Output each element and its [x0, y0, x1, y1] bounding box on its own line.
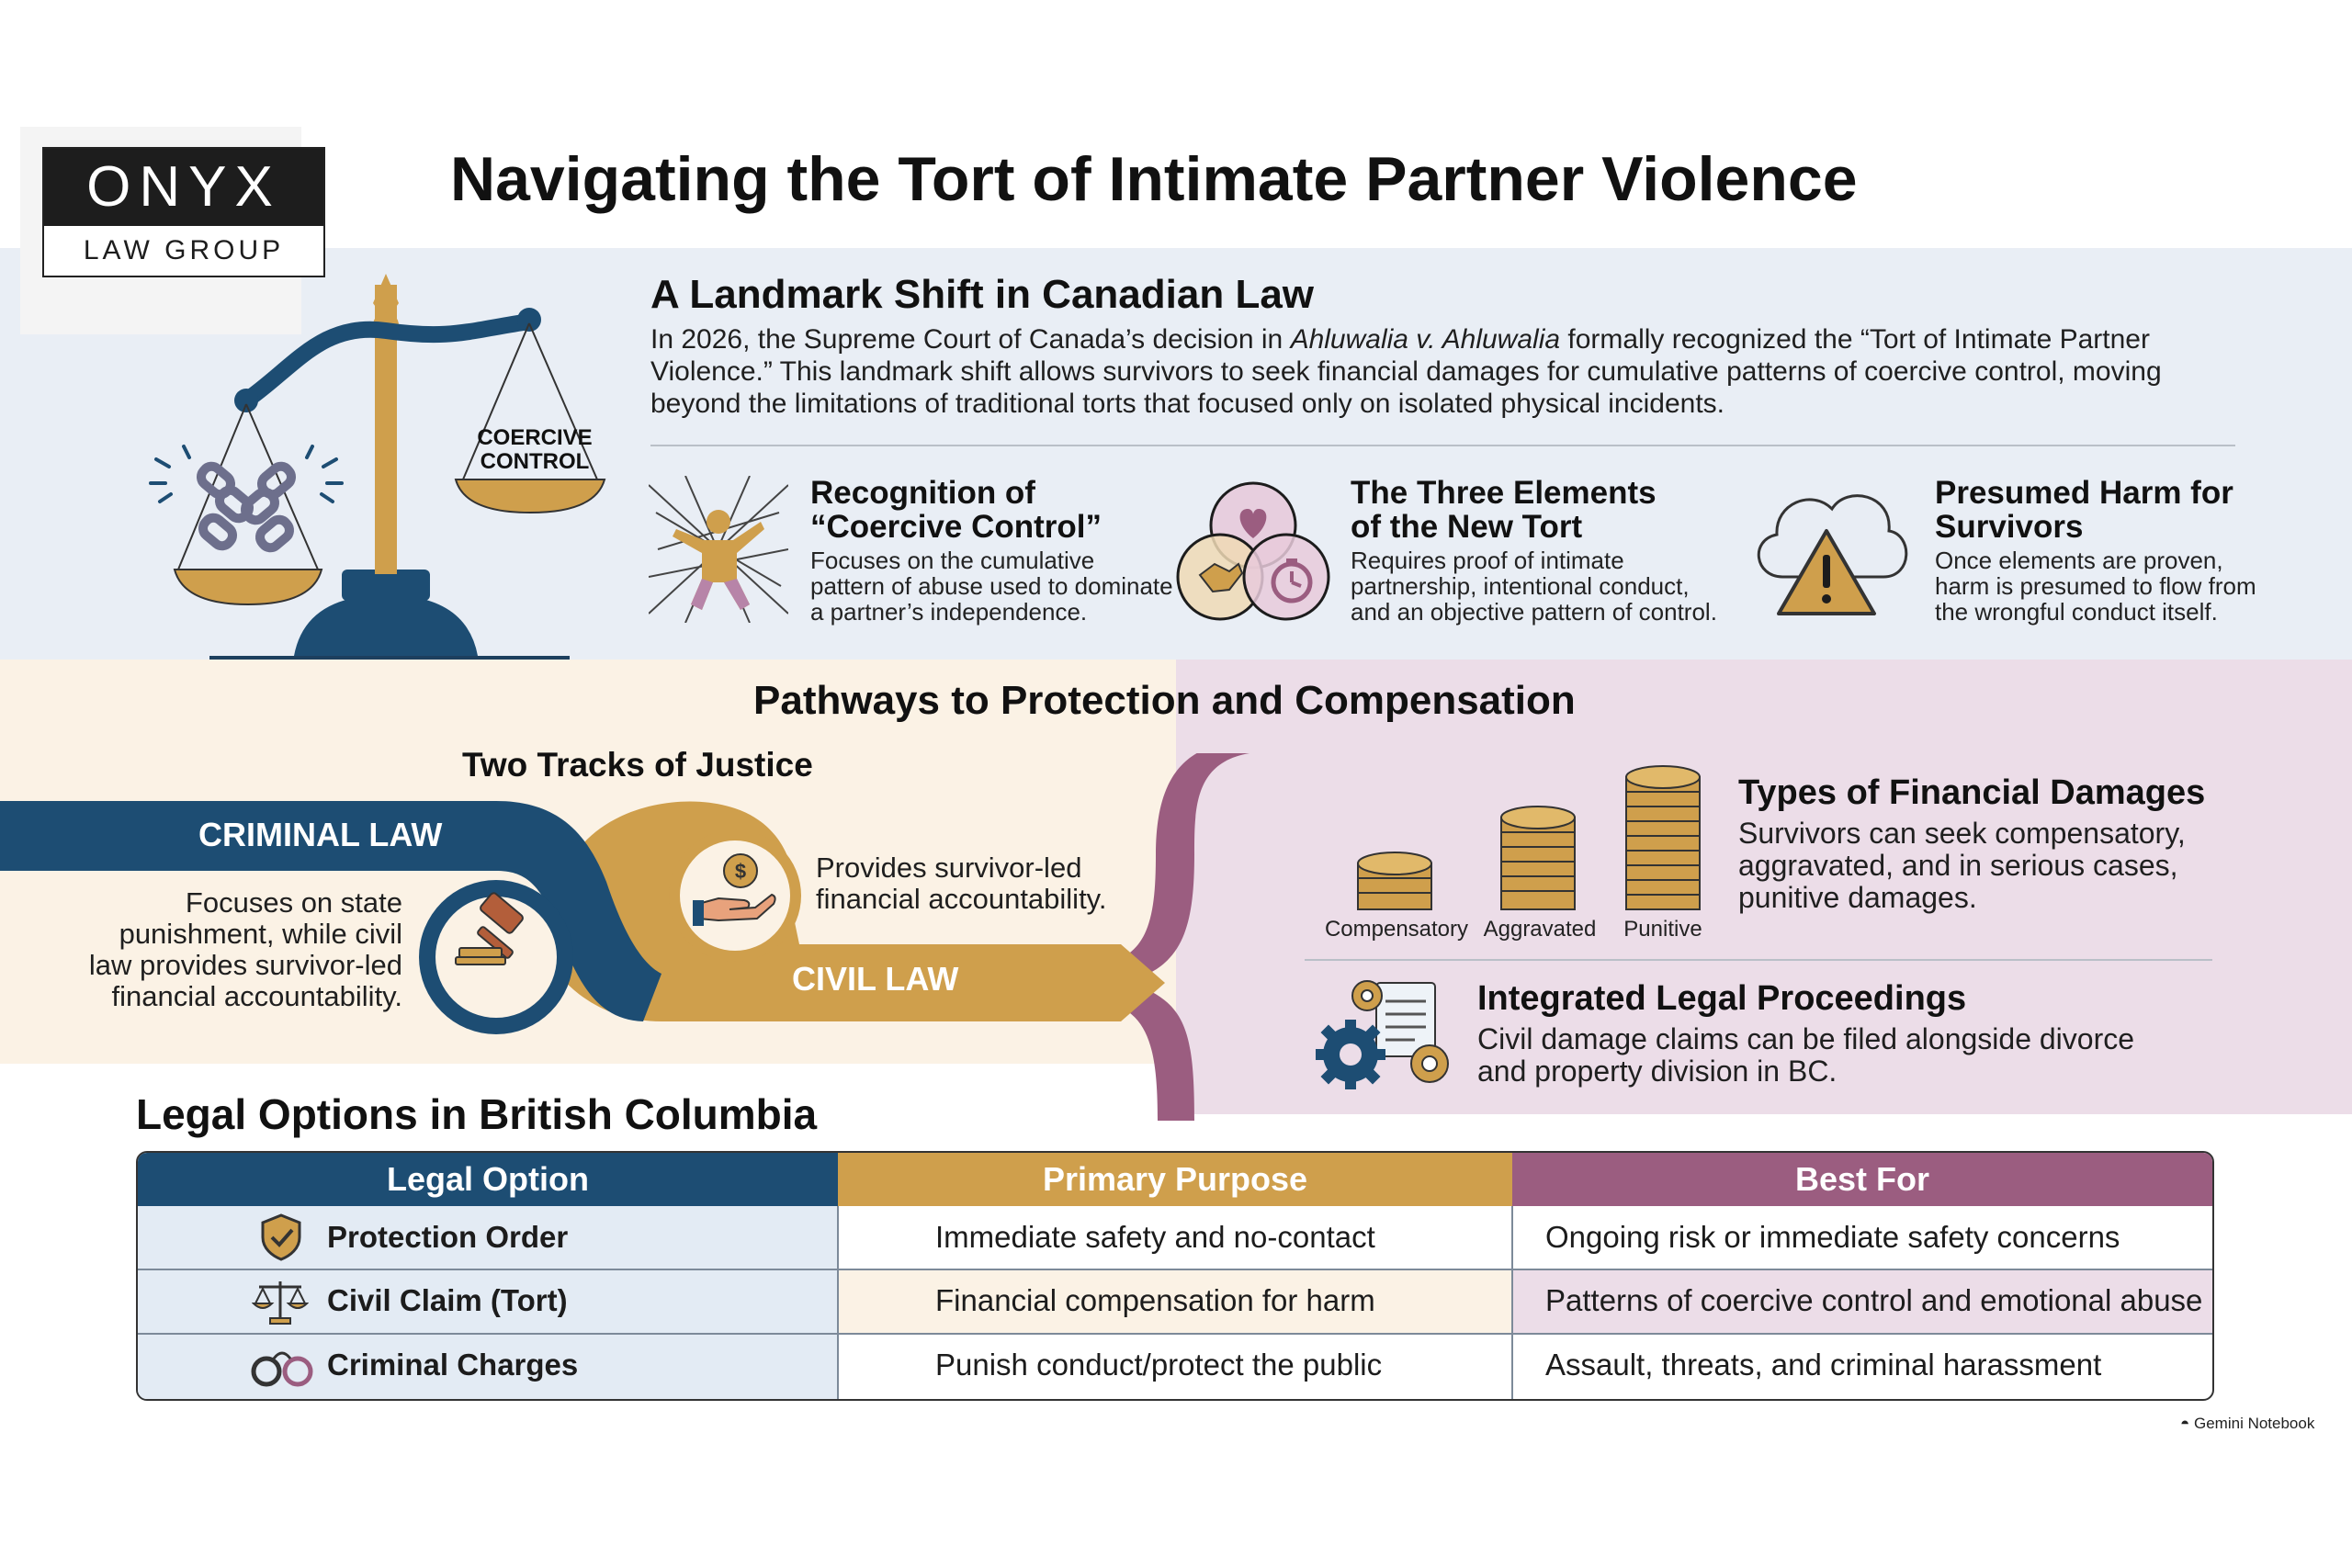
row-divider: [138, 1269, 2212, 1270]
damages-divider: [1305, 959, 2212, 961]
page-title: Navigating the Tort of Intimate Partner …: [450, 144, 1858, 214]
damages-desc-line-3: punitive damages.: [1738, 881, 1977, 914]
column-header-primary-purpose: Primary Purpose: [838, 1153, 1512, 1206]
column-divider: [837, 1206, 839, 1399]
feature-3-desc-line-3: the wrongful conduct itself.: [1935, 598, 2218, 626]
integrated-desc-line-2: and property division in BC.: [1477, 1055, 1838, 1088]
feature-2-title: The Three Elements of the New Tort: [1351, 476, 1736, 544]
option-civil-claim: Civil Claim (Tort): [327, 1283, 568, 1317]
justice-tracks-diagram: [0, 753, 1250, 1121]
civil-law-description: Provides survivor-led financial accounta…: [816, 852, 1183, 915]
option-protection-order: Protection Order: [327, 1220, 569, 1254]
two-tracks-heading: Two Tracks of Justice: [462, 746, 813, 784]
row-divider: [138, 1333, 2212, 1335]
landmark-divider: [650, 445, 2235, 446]
purpose-civil-claim: Financial compensation for harm: [935, 1283, 1375, 1317]
pathways-heading: Pathways to Protection and Compensation: [753, 678, 1576, 723]
feature-1-desc: Focuses on the cumulative pattern of abu…: [810, 547, 1178, 625]
gears-document-icon: [1316, 980, 1449, 1089]
feature-1-desc-line-3: a partner’s independence.: [810, 598, 1088, 626]
feature-3-title: Presumed Harm for Survivors: [1935, 476, 2302, 544]
notebook-icon: ◓: [2180, 1415, 2194, 1432]
coin-label-compensatory: Compensatory: [1324, 917, 1469, 942]
legal-options-heading: Legal Options in British Columbia: [136, 1090, 818, 1138]
feature-2-title-line-2: of the New Tort: [1351, 509, 1583, 545]
watermark-text: Gemini Notebook: [2194, 1415, 2315, 1432]
feature-3-title-line-2: Survivors: [1935, 509, 2084, 545]
coercive-control-figure-icon: [649, 476, 788, 623]
scale-label-line-2: CONTROL: [480, 449, 590, 474]
feature-1-title-line-2: “Coercive Control”: [810, 509, 1102, 545]
logo-subtitle: LAW GROUP: [83, 235, 285, 265]
purpose-criminal-charges: Punish conduct/protect the public: [935, 1348, 1383, 1382]
warning-cloud-icon: [1757, 494, 1908, 615]
integrated-heading: Integrated Legal Proceedings: [1477, 979, 1967, 1018]
column-header-legal-option: Legal Option: [138, 1153, 838, 1206]
case-name: Ahluwalia v. Ahluwalia: [1290, 324, 1561, 355]
integrated-desc-line-1: Civil damage claims can be filed alongsi…: [1477, 1022, 2135, 1055]
feature-3-desc-line-1: Once elements are proven,: [1935, 547, 2223, 574]
criminal-desc-line-3: law provides survivor-led: [88, 949, 402, 981]
scales-icon: [252, 1281, 309, 1325]
purpose-highlight-bg: [838, 1269, 1512, 1333]
criminal-desc-line-4: financial accountability.: [111, 980, 403, 1012]
feature-2-title-line-1: The Three Elements: [1351, 475, 1657, 511]
criminal-law-label: CRIMINAL LAW: [198, 816, 443, 853]
feature-1-title: Recognition of “Coercive Control”: [810, 476, 1178, 544]
column-divider: [1511, 1206, 1513, 1399]
damages-desc-line-2: aggravated, and in serious cases,: [1738, 849, 2178, 882]
landmark-heading: A Landmark Shift in Canadian Law: [650, 272, 1315, 317]
three-elements-venn-icon: [1176, 481, 1330, 621]
bestfor-civil-claim: Patterns of coercive control and emotion…: [1545, 1283, 2203, 1317]
bestfor-highlight-bg: [1512, 1269, 2212, 1333]
civil-desc-line-2: financial accountability.: [816, 883, 1107, 915]
justice-scale-icon: [149, 274, 606, 660]
scale-label-line-1: COERCIVE: [477, 425, 593, 450]
feature-1-desc-line-2: pattern of abuse used to dominate: [810, 572, 1173, 600]
onyx-logo: ONYX LAW GROUP: [42, 147, 325, 277]
feature-1-title-line-1: Recognition of: [810, 475, 1035, 511]
integrated-description: Civil damage claims can be filed alongsi…: [1477, 1023, 2231, 1088]
landmark-paragraph: In 2026, the Supreme Court of Canada’s d…: [650, 323, 2249, 420]
shield-check-icon: [261, 1213, 301, 1261]
scale-label: COERCIVE CONTROL: [461, 426, 608, 474]
option-criminal-charges: Criminal Charges: [327, 1348, 579, 1382]
gavel-icon: [455, 892, 524, 965]
purpose-protection-order: Immediate safety and no-contact: [935, 1220, 1375, 1254]
criminal-desc-line-1: Focuses on state: [185, 886, 402, 919]
landmark-text-2: formally recognized the “Tort of Intimat…: [650, 324, 2162, 419]
damages-heading: Types of Financial Damages: [1738, 773, 2206, 812]
hand-coin-icon: $: [693, 853, 776, 926]
damages-desc-line-1: Survivors can seek compensatory,: [1738, 817, 2186, 850]
feature-3-desc: Once elements are proven, harm is presum…: [1935, 547, 2321, 625]
feature-3-title-line-1: Presumed Harm for: [1935, 475, 2233, 511]
feature-3-desc-line-2: harm is presumed to flow from: [1935, 572, 2256, 600]
criminal-law-description: Focuses on state punishment, while civil…: [55, 887, 402, 1012]
coin-label-aggravated: Aggravated: [1483, 917, 1597, 942]
logo-wordmark: ONYX: [44, 149, 323, 226]
feature-2-desc-line-1: Requires proof of intimate: [1351, 547, 1624, 574]
criminal-desc-line-2: punishment, while civil: [119, 918, 402, 950]
column-header-best-for: Best For: [1512, 1153, 2212, 1206]
watermark: ◓ Gemini Notebook: [2180, 1415, 2314, 1433]
bestfor-criminal-charges: Assault, threats, and criminal harassmen…: [1545, 1348, 2102, 1382]
feature-1-desc-line-1: Focuses on the cumulative: [810, 547, 1095, 574]
legal-options-table: Legal Option Primary Purpose Best For Pr…: [136, 1151, 2214, 1401]
civil-desc-line-1: Provides survivor-led: [816, 852, 1082, 884]
landmark-text-1: In 2026, the Supreme Court of Canada’s d…: [650, 324, 1291, 355]
civil-law-label: CIVIL LAW: [792, 960, 959, 998]
feature-2-desc-line-2: partnership, intentional conduct,: [1351, 572, 1690, 600]
damages-description: Survivors can seek compensatory, aggrava…: [1738, 818, 2253, 914]
svg-text:$: $: [735, 860, 746, 883]
feature-2-desc-line-3: and an objective pattern of control.: [1351, 598, 1717, 626]
feature-2-desc: Requires proof of intimate partnership, …: [1351, 547, 1736, 625]
handcuffs-icon: [251, 1351, 313, 1387]
coin-label-punitive: Punitive: [1623, 917, 1702, 942]
coin-stacks-icon: [1357, 765, 1701, 910]
bestfor-protection-order: Ongoing risk or immediate safety concern…: [1545, 1220, 2120, 1254]
